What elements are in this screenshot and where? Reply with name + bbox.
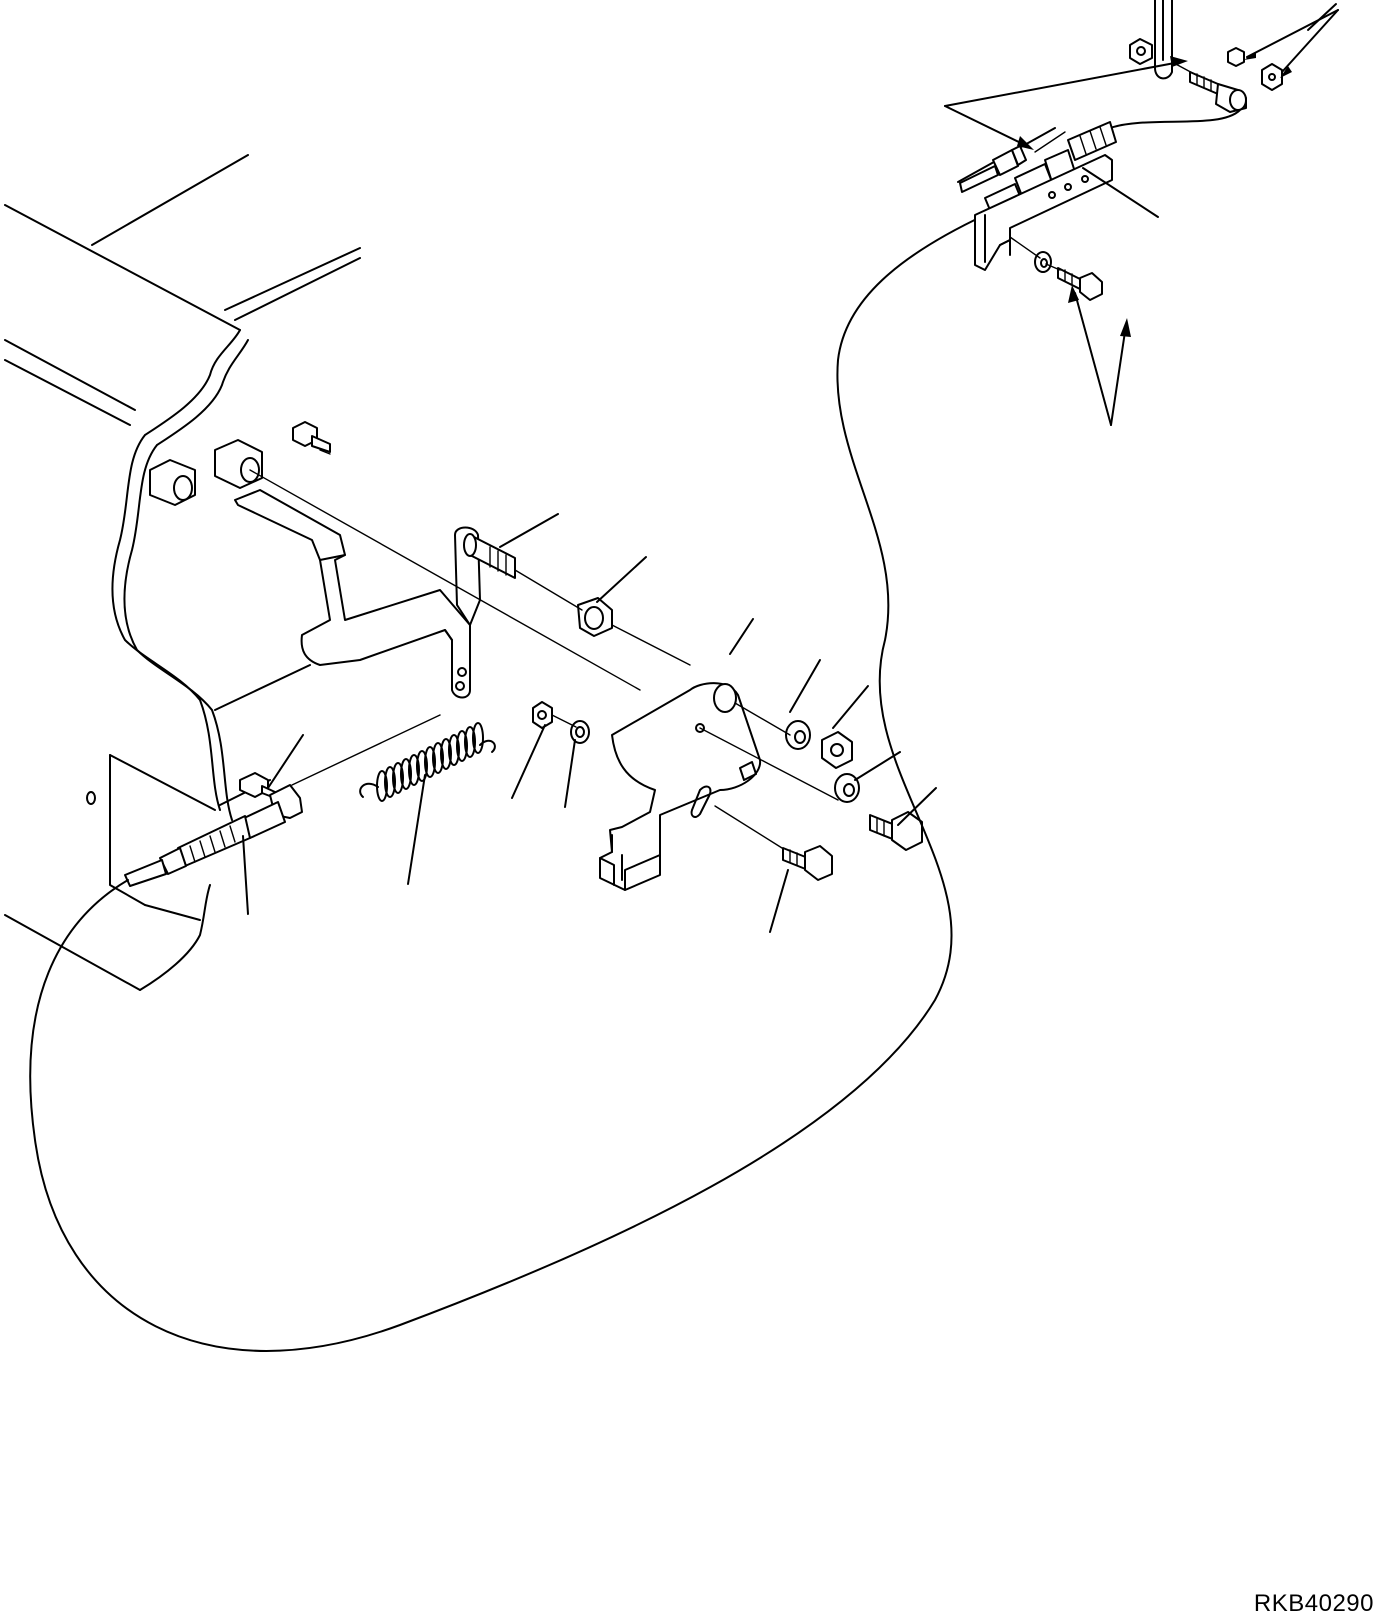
bracket-bolt-lower	[783, 846, 832, 880]
cable-bracket-plate	[975, 155, 1112, 270]
pivot-washer-and-nut	[786, 721, 852, 768]
callout-leaders	[243, 4, 1336, 932]
pedal-lever	[235, 490, 480, 698]
mounting-bracket	[600, 683, 760, 890]
pedal-bolt-top	[293, 422, 330, 452]
upper-lever-arm	[1155, 0, 1172, 78]
bracket-washer-upper	[1035, 252, 1051, 272]
upper-nut-right	[1228, 48, 1282, 90]
upper-nut-left	[1130, 39, 1152, 64]
assembly-center-lines	[250, 62, 1198, 848]
upper-clevis-pin	[1190, 72, 1246, 112]
pivot-collar	[578, 598, 612, 636]
upper-cable-link	[1110, 110, 1240, 128]
pivot-shaft	[464, 534, 515, 578]
return-spring	[360, 723, 495, 801]
spring-nut-and-washer	[533, 702, 589, 743]
bracket-bolt-upper	[1058, 268, 1102, 300]
figure-reference-code: RKB40290	[1253, 1590, 1374, 1617]
control-cable	[30, 215, 985, 1351]
pointer-arrows	[945, 10, 1338, 425]
pedal-bushings	[150, 440, 262, 505]
upper-cable-end	[958, 122, 1116, 210]
bracket-washer-and-bolt	[835, 774, 922, 850]
cable-end-pedal	[125, 785, 302, 886]
floor-panel	[5, 155, 360, 990]
